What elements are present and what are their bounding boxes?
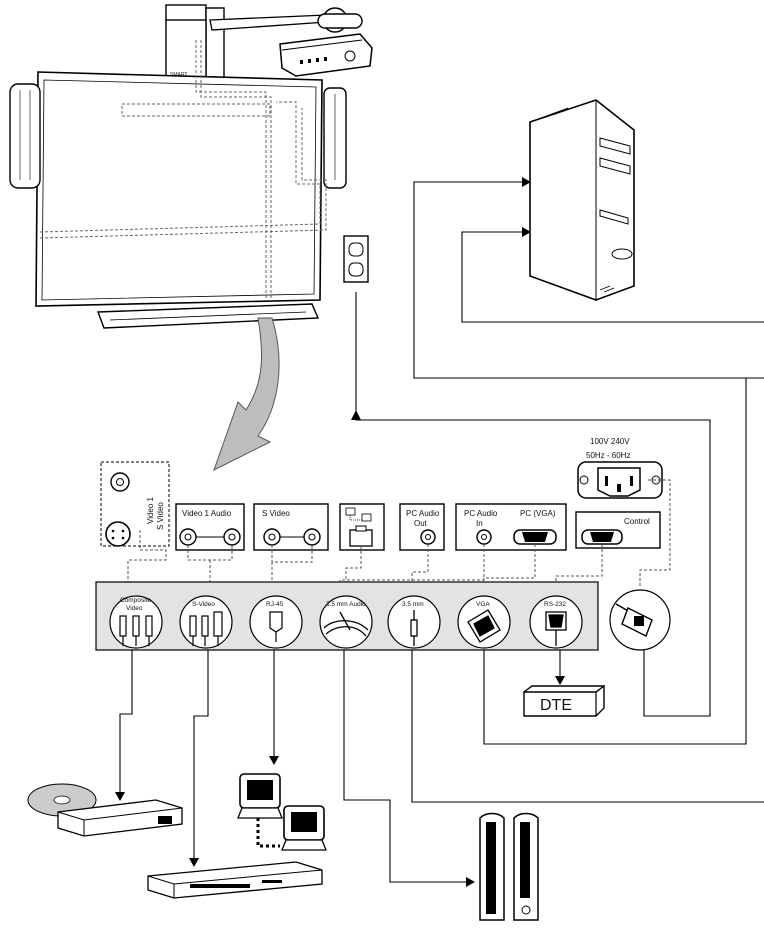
speakers-icon xyxy=(479,812,539,921)
dte-label: DTE xyxy=(540,697,572,714)
pc-audio-in-label-2: In xyxy=(476,519,483,528)
power-frequency-label: 50Hz - 60Hz xyxy=(586,451,630,460)
video1-label: Video 1 xyxy=(146,496,155,524)
power-voltage-label: 100V 240V xyxy=(590,437,630,446)
audio-cable-icon xyxy=(323,611,369,637)
rj45-cable-icon xyxy=(269,611,283,642)
computer-tower-icon xyxy=(529,99,635,301)
network-icon xyxy=(345,507,372,522)
s-video-side-label: S Video xyxy=(156,502,165,530)
s-video-port xyxy=(105,521,131,547)
dvd-player-icon xyxy=(27,783,183,837)
curved-arrow-icon xyxy=(213,317,280,472)
projector-icon xyxy=(279,7,373,77)
cable-strip: Composite Video S-Video RJ-45 3.5 mm Aud… xyxy=(95,581,599,651)
connector-panel: Video 1 S Video Video 1 Audio S Video PC… xyxy=(100,461,671,598)
vga-label: VGA xyxy=(476,601,490,608)
rs232-cable-icon xyxy=(545,611,567,646)
power-inlet: 100V 240V 50Hz - 60Hz xyxy=(577,437,663,499)
s-video-cable-label: S-Video xyxy=(192,601,215,608)
composite-label: Composite xyxy=(120,597,151,604)
control-label: Control xyxy=(624,517,650,526)
power-plug-icon xyxy=(609,589,671,651)
mm35-label: 3.5 mm xyxy=(402,601,424,608)
wall-outlet-icon xyxy=(343,235,369,283)
audio-35-label: 3.5 mm Audio xyxy=(326,601,366,608)
pc-audio-out-label: PC Audio xyxy=(406,509,440,518)
composite-label-2: Video xyxy=(126,605,143,612)
rj45-label: RJ-45 xyxy=(266,601,284,608)
video1-audio-label: Video 1 Audio xyxy=(182,509,232,518)
vga-cable-icon xyxy=(467,609,501,643)
pc-audio-in-label: PC Audio xyxy=(464,509,498,518)
network-computers-icon xyxy=(237,773,327,851)
pc-vga-label: PC (VGA) xyxy=(520,509,556,518)
dte-device: DTE xyxy=(523,684,605,717)
pc-audio-out-label-2: Out xyxy=(414,519,428,528)
s-video-cable-icon xyxy=(189,611,223,646)
mm35-cable-icon xyxy=(410,610,418,646)
s-video-label: S Video xyxy=(262,509,290,518)
vcr-icon xyxy=(147,861,323,899)
svg-text:SMART: SMART xyxy=(170,72,187,78)
composite-cable-icon xyxy=(119,615,153,646)
rs232-label: RS-232 xyxy=(544,601,566,608)
video1-port xyxy=(110,472,130,492)
